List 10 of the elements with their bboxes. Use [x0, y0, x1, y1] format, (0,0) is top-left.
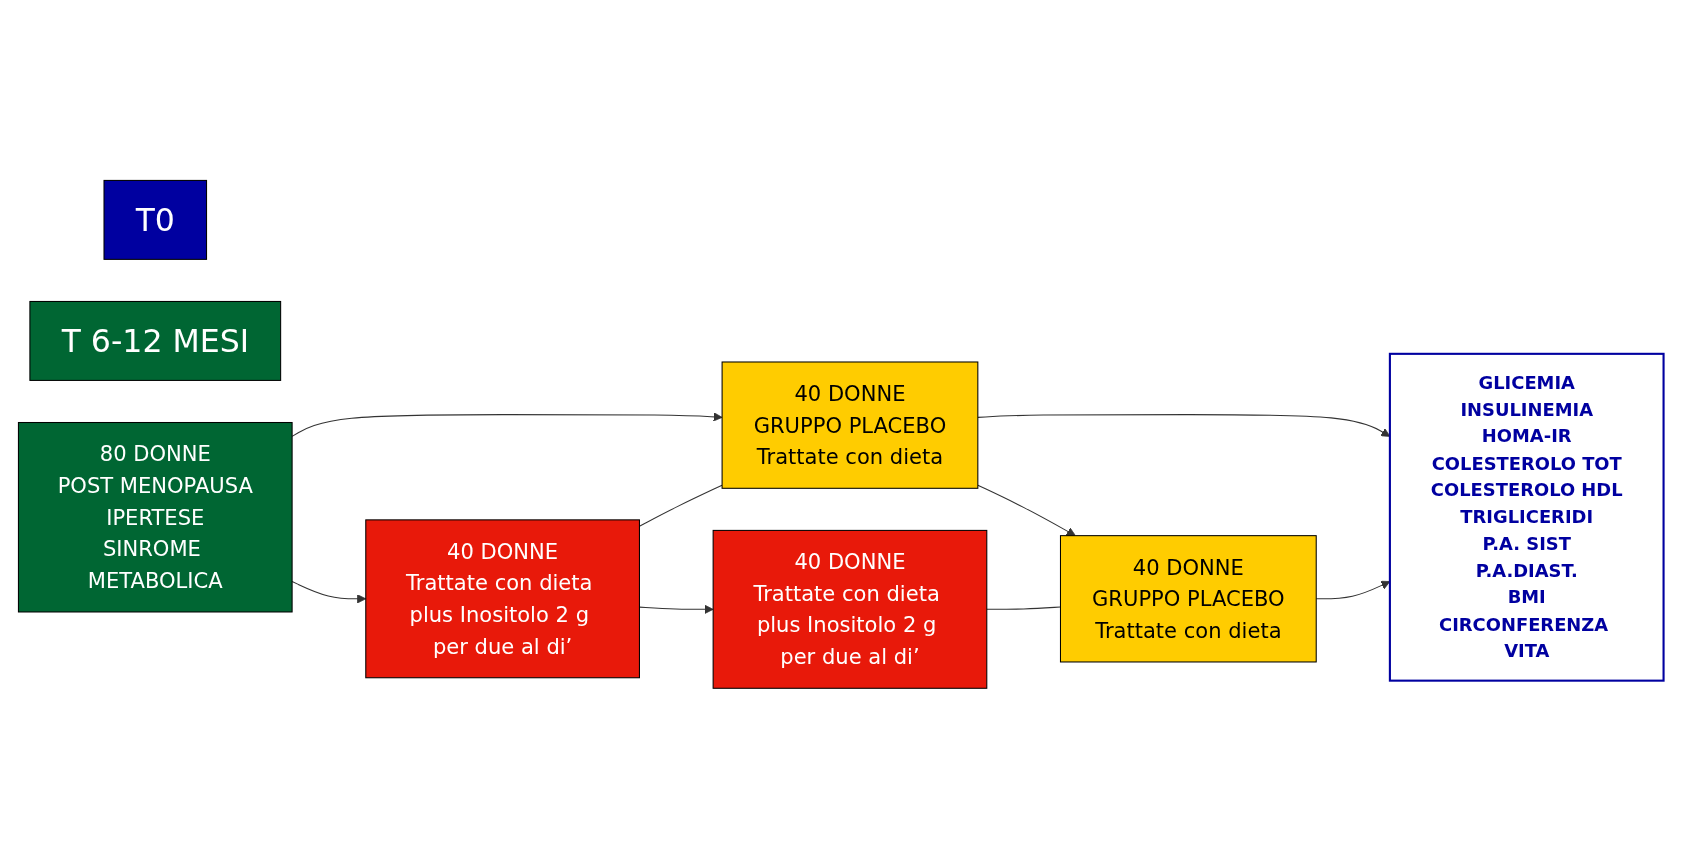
- node-box: T0: [103, 179, 208, 260]
- arrow: [977, 484, 1076, 536]
- node-box: 40 DONNE GRUPPO PLACEBO Trattate con dieta: [1059, 534, 1317, 663]
- node-box: GLICEMIA INSULINEMIA HOMA-IR COLESTEROLO TOT COLESTEROLO HDL TRIGLICERIDI P.A. SIST P.A.DIAST. BMI CIRCONFERENZA VITA: [1388, 352, 1665, 682]
- node-box: 40 DONNE Trattate con dieta plus Inositolo 2 g per due al di’: [712, 529, 988, 689]
- node-box: T 6-12 MESI: [29, 300, 282, 381]
- connector: [986, 606, 1061, 610]
- node-box: 40 DONNE GRUPPO PLACEBO Trattate con dieta: [721, 361, 979, 489]
- node-box: 80 DONNE POST MENOPAUSA IPERTESE SINROME METABOLICA: [17, 421, 293, 613]
- node-box: 40 DONNE Trattate con dieta plus Inositolo 2 g per due al di’: [365, 519, 640, 678]
